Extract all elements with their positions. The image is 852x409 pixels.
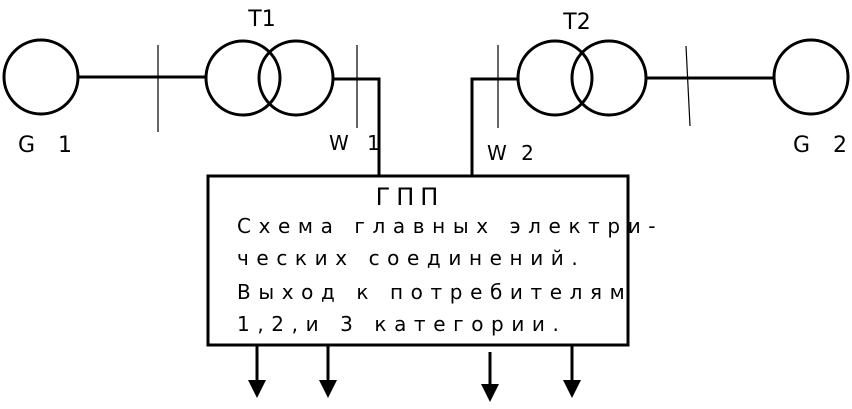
generator-g1 — [2, 38, 80, 116]
breaker-tick-g2 — [685, 45, 691, 127]
gpp-box — [206, 174, 630, 347]
transformer-t2-primary — [516, 39, 594, 117]
output-arrow-3 — [481, 352, 499, 402]
generator-g2 — [772, 38, 850, 116]
label-w1: W 1 — [329, 131, 386, 155]
line-w1 — [333, 77, 381, 176]
transformer-t1-primary — [204, 39, 282, 117]
label-g1: G 1 — [18, 133, 80, 158]
output-arrow-1 — [248, 345, 266, 398]
output-arrow-4 — [563, 345, 581, 398]
label-t1: T1 — [247, 7, 275, 32]
label-w2: W 2 — [487, 141, 538, 165]
transformer-t2-secondary — [570, 39, 648, 117]
line-w2 — [470, 77, 518, 176]
label-t2: T2 — [562, 10, 590, 35]
gpp-text-line-2: ческих соединений. — [237, 246, 585, 270]
gpp-text-line-1: Схема главных электри- — [237, 214, 663, 238]
label-g2: G 2 — [793, 133, 852, 158]
output-arrow-2 — [319, 345, 337, 398]
gpp-text-line-4: 1,2,и 3 категории. — [237, 312, 567, 336]
transformer-t1-secondary — [257, 39, 335, 117]
gpp-text-line-3: Выход к потребителям — [237, 280, 632, 304]
gpp-title: ГПП — [376, 183, 445, 211]
